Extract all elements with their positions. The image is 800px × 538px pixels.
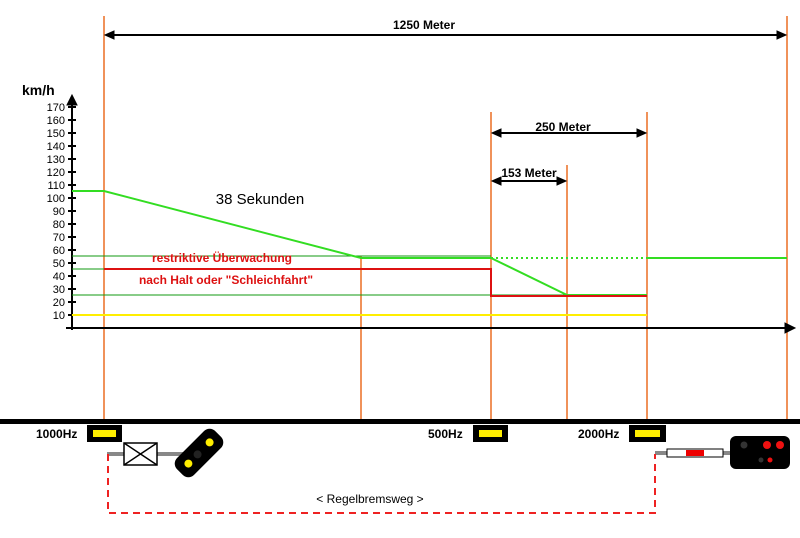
restrictive-label-line1: restriktive Überwachung xyxy=(152,250,292,265)
total-distance-label: 1250 Meter xyxy=(393,18,455,32)
track-magnet-icon xyxy=(629,425,666,442)
track-magnet-icon xyxy=(87,425,122,442)
y-tick-label: 80 xyxy=(53,219,65,231)
y-tick-label: 100 xyxy=(47,193,65,205)
distance-arrow-250 xyxy=(490,128,648,138)
distance-arrow-1250 xyxy=(103,30,788,40)
y-tick-label: 50 xyxy=(53,258,65,270)
y-tick-label: 130 xyxy=(47,154,65,166)
brake-distance-bracket xyxy=(107,454,656,514)
y-tick-label: 60 xyxy=(53,245,65,257)
track-magnet-icon xyxy=(473,425,508,442)
duration-label: 38 Sekunden xyxy=(216,191,304,208)
y-tick-label: 150 xyxy=(47,128,65,140)
x-axis xyxy=(66,322,797,334)
track-line xyxy=(0,419,800,424)
y-tick-label: 70 xyxy=(53,232,65,244)
y-tick-label: 170 xyxy=(47,102,65,114)
y-axis xyxy=(66,93,78,330)
speed-unit-label: km/h xyxy=(22,82,55,98)
magnet-1000hz-label: 1000Hz xyxy=(36,427,77,441)
barrier-icon xyxy=(666,448,724,458)
magnet-2000hz-label: 2000Hz xyxy=(578,427,619,441)
y-axis-ticks: 1020304050607080901001101201301401501601… xyxy=(47,102,76,322)
y-tick-label: 30 xyxy=(53,284,65,296)
distance-250-label: 250 Meter xyxy=(535,120,591,134)
restrictive-label-line2: nach Halt oder "Schleichfahrt" xyxy=(139,273,313,287)
distance-153-label: 153 Meter xyxy=(501,166,557,180)
y-tick-label: 10 xyxy=(53,310,65,322)
magnet-500hz-label: 500Hz xyxy=(428,427,463,441)
y-tick-label: 160 xyxy=(47,115,65,127)
distance-arrow-153 xyxy=(490,176,568,186)
y-tick-label: 90 xyxy=(53,206,65,218)
distant-signal-icon xyxy=(174,428,224,478)
brake-distance-label: < Regelbremsweg > xyxy=(316,492,423,506)
y-tick-label: 120 xyxy=(47,167,65,179)
restrictive-supervision-curve xyxy=(104,268,647,297)
y-tick-label: 20 xyxy=(53,297,65,309)
main-signal-icon xyxy=(730,436,790,469)
y-tick-label: 40 xyxy=(53,271,65,283)
position-markers xyxy=(103,16,788,420)
level-crossing-icon xyxy=(123,442,158,466)
y-tick-label: 140 xyxy=(47,141,65,153)
y-tick-label: 110 xyxy=(47,180,65,192)
